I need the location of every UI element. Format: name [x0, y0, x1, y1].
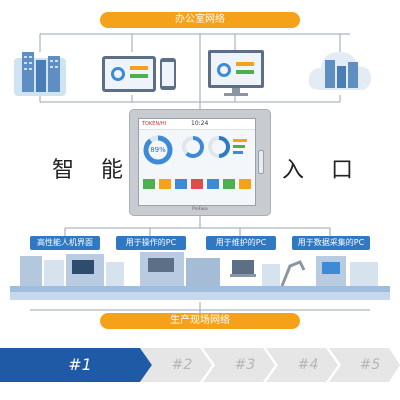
hmi-gauge-value: 89% — [150, 146, 166, 154]
hmi-screen: TOKEN/HI 10:24 89% — [138, 118, 256, 206]
step-1-button[interactable]: #1 — [68, 355, 92, 374]
hmi-panel: TOKEN/HI 10:24 89% ProFace — [130, 110, 270, 215]
gauge-ring — [143, 135, 173, 165]
office-network-label: 办公室网络 — [100, 12, 300, 28]
step-5-button[interactable]: #5 — [359, 357, 381, 373]
hmi-charts — [182, 136, 247, 158]
step-2-button[interactable]: #2 — [171, 357, 193, 373]
station-label-data-pc: 用于数据采集的PC — [292, 236, 370, 250]
production-floor-illustration — [10, 252, 390, 300]
station-label-maintenance-pc: 用于维护的PC — [206, 236, 276, 250]
hmi-brand: TOKEN/HI — [142, 121, 167, 127]
cloud-server-icon — [308, 52, 371, 90]
server-building-icon — [14, 52, 66, 96]
step-4-button[interactable]: #4 — [297, 357, 319, 373]
hmi-time: 10:24 — [191, 120, 209, 127]
desktop-monitor-icon — [208, 50, 264, 96]
station-label-operation-pc: 用于操作的PC — [116, 236, 186, 250]
step-arrows — [0, 348, 400, 382]
hmi-button-row — [143, 179, 251, 191]
center-label-left: 智 能 — [52, 158, 133, 183]
step-3-button[interactable]: #3 — [234, 357, 256, 373]
station-label-hmi: 高性能人机界面 — [30, 236, 100, 250]
center-label-right: 入 口 — [282, 158, 363, 183]
hmi-handle — [258, 150, 264, 174]
production-network-label: 生产现场网络 — [100, 313, 300, 329]
hmi-footer-brand: ProFace — [192, 206, 208, 211]
tablet-phone-icon — [102, 56, 176, 92]
